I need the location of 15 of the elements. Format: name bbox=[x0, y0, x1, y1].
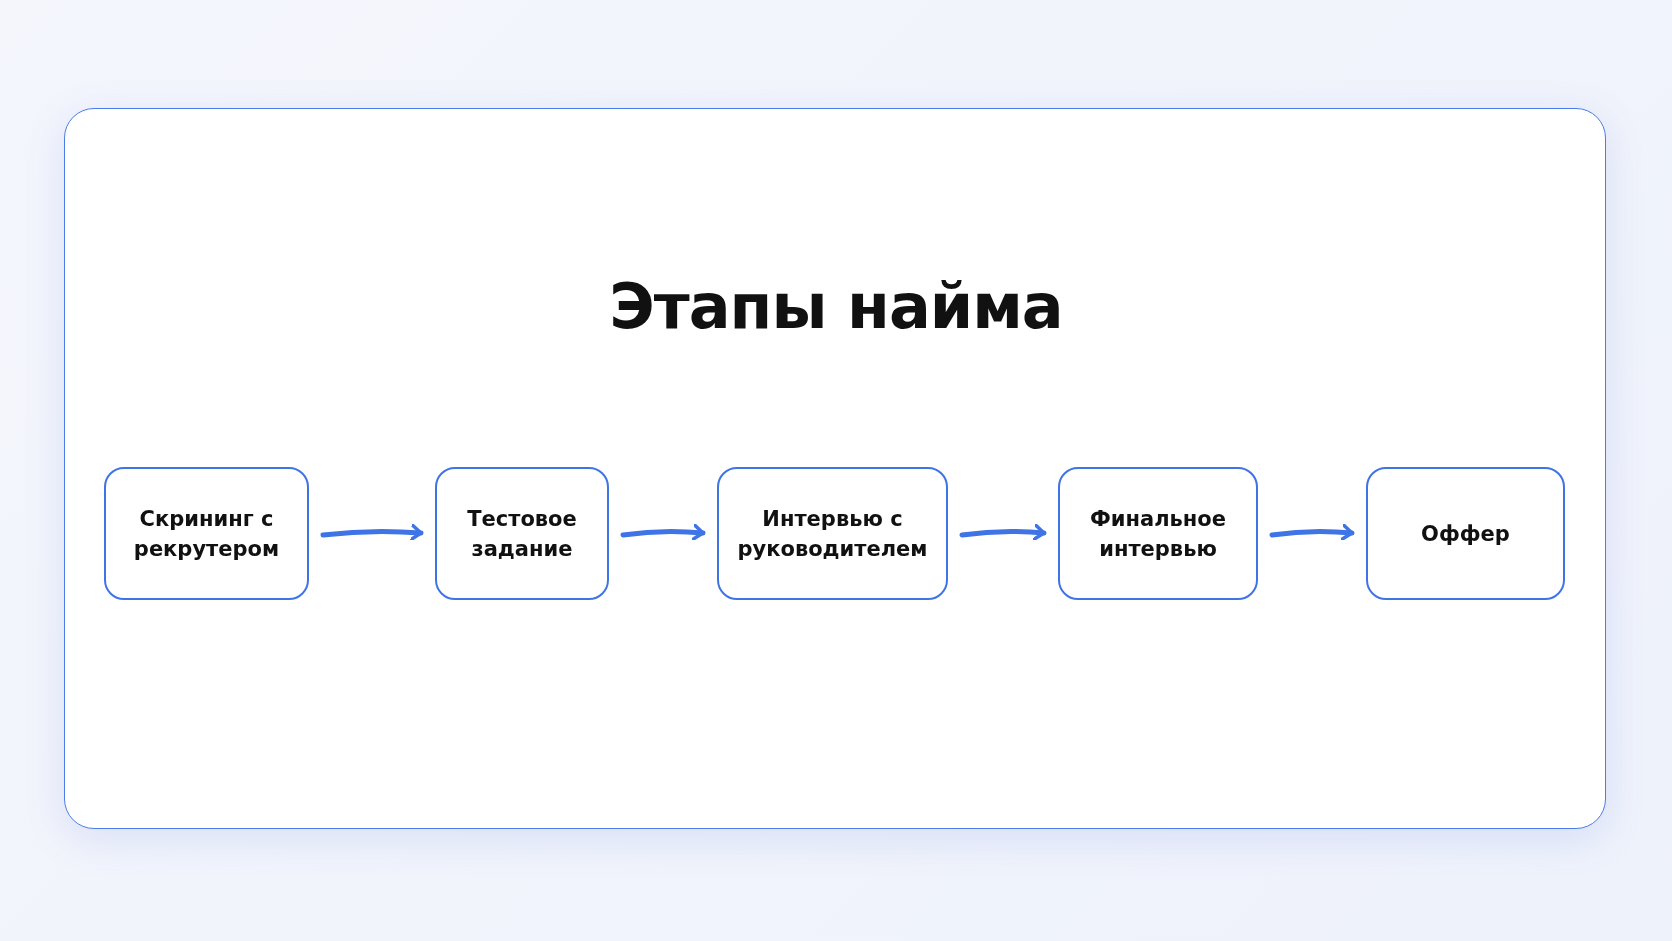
stage-label: Тестовое задание bbox=[466, 505, 578, 563]
arrow bbox=[320, 523, 424, 542]
stage-box bbox=[1058, 467, 1258, 600]
stage-label: Финальное интервью bbox=[1088, 505, 1228, 563]
stage-label: Оффер bbox=[1420, 520, 1511, 548]
arrow bbox=[959, 523, 1047, 541]
stage-label: Скрининг с рекрутером bbox=[132, 505, 281, 563]
title: Этапы найма bbox=[608, 270, 1064, 343]
stage-box bbox=[1366, 467, 1565, 600]
arrow bbox=[620, 523, 706, 541]
stage-box bbox=[435, 467, 609, 600]
stage-box bbox=[104, 467, 309, 600]
arrow bbox=[1269, 523, 1355, 541]
stage-label: Интервью с руководителем bbox=[736, 505, 929, 563]
stage-box bbox=[717, 467, 948, 600]
